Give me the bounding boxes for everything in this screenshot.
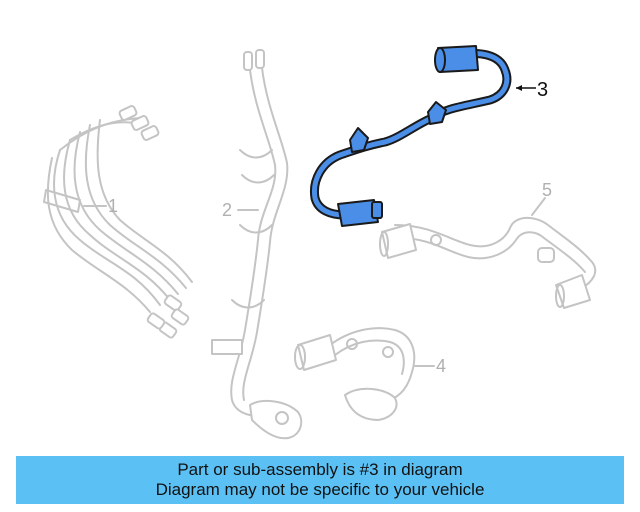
part-2-vertical-hose: 2 (211, 49, 303, 440)
info-banner: Part or sub-assembly is #3 in diagram Di… (16, 456, 624, 504)
part-1-hose-bundle: 1 (43, 105, 193, 339)
banner-line-2: Diagram may not be specific to your vehi… (155, 480, 485, 499)
part-3-highlighted-hose: 3 (309, 45, 548, 227)
callout-1: 1 (108, 196, 118, 216)
callout-3: 3 (537, 79, 548, 101)
part-5-hose: 5 (379, 180, 597, 309)
banner-line-1: Part or sub-assembly is #3 in diagram (177, 460, 463, 479)
callout-5: 5 (542, 180, 552, 200)
callout-4: 4 (436, 356, 446, 376)
part-4-hose: 4 (294, 327, 446, 421)
callout-2: 2 (222, 200, 232, 220)
